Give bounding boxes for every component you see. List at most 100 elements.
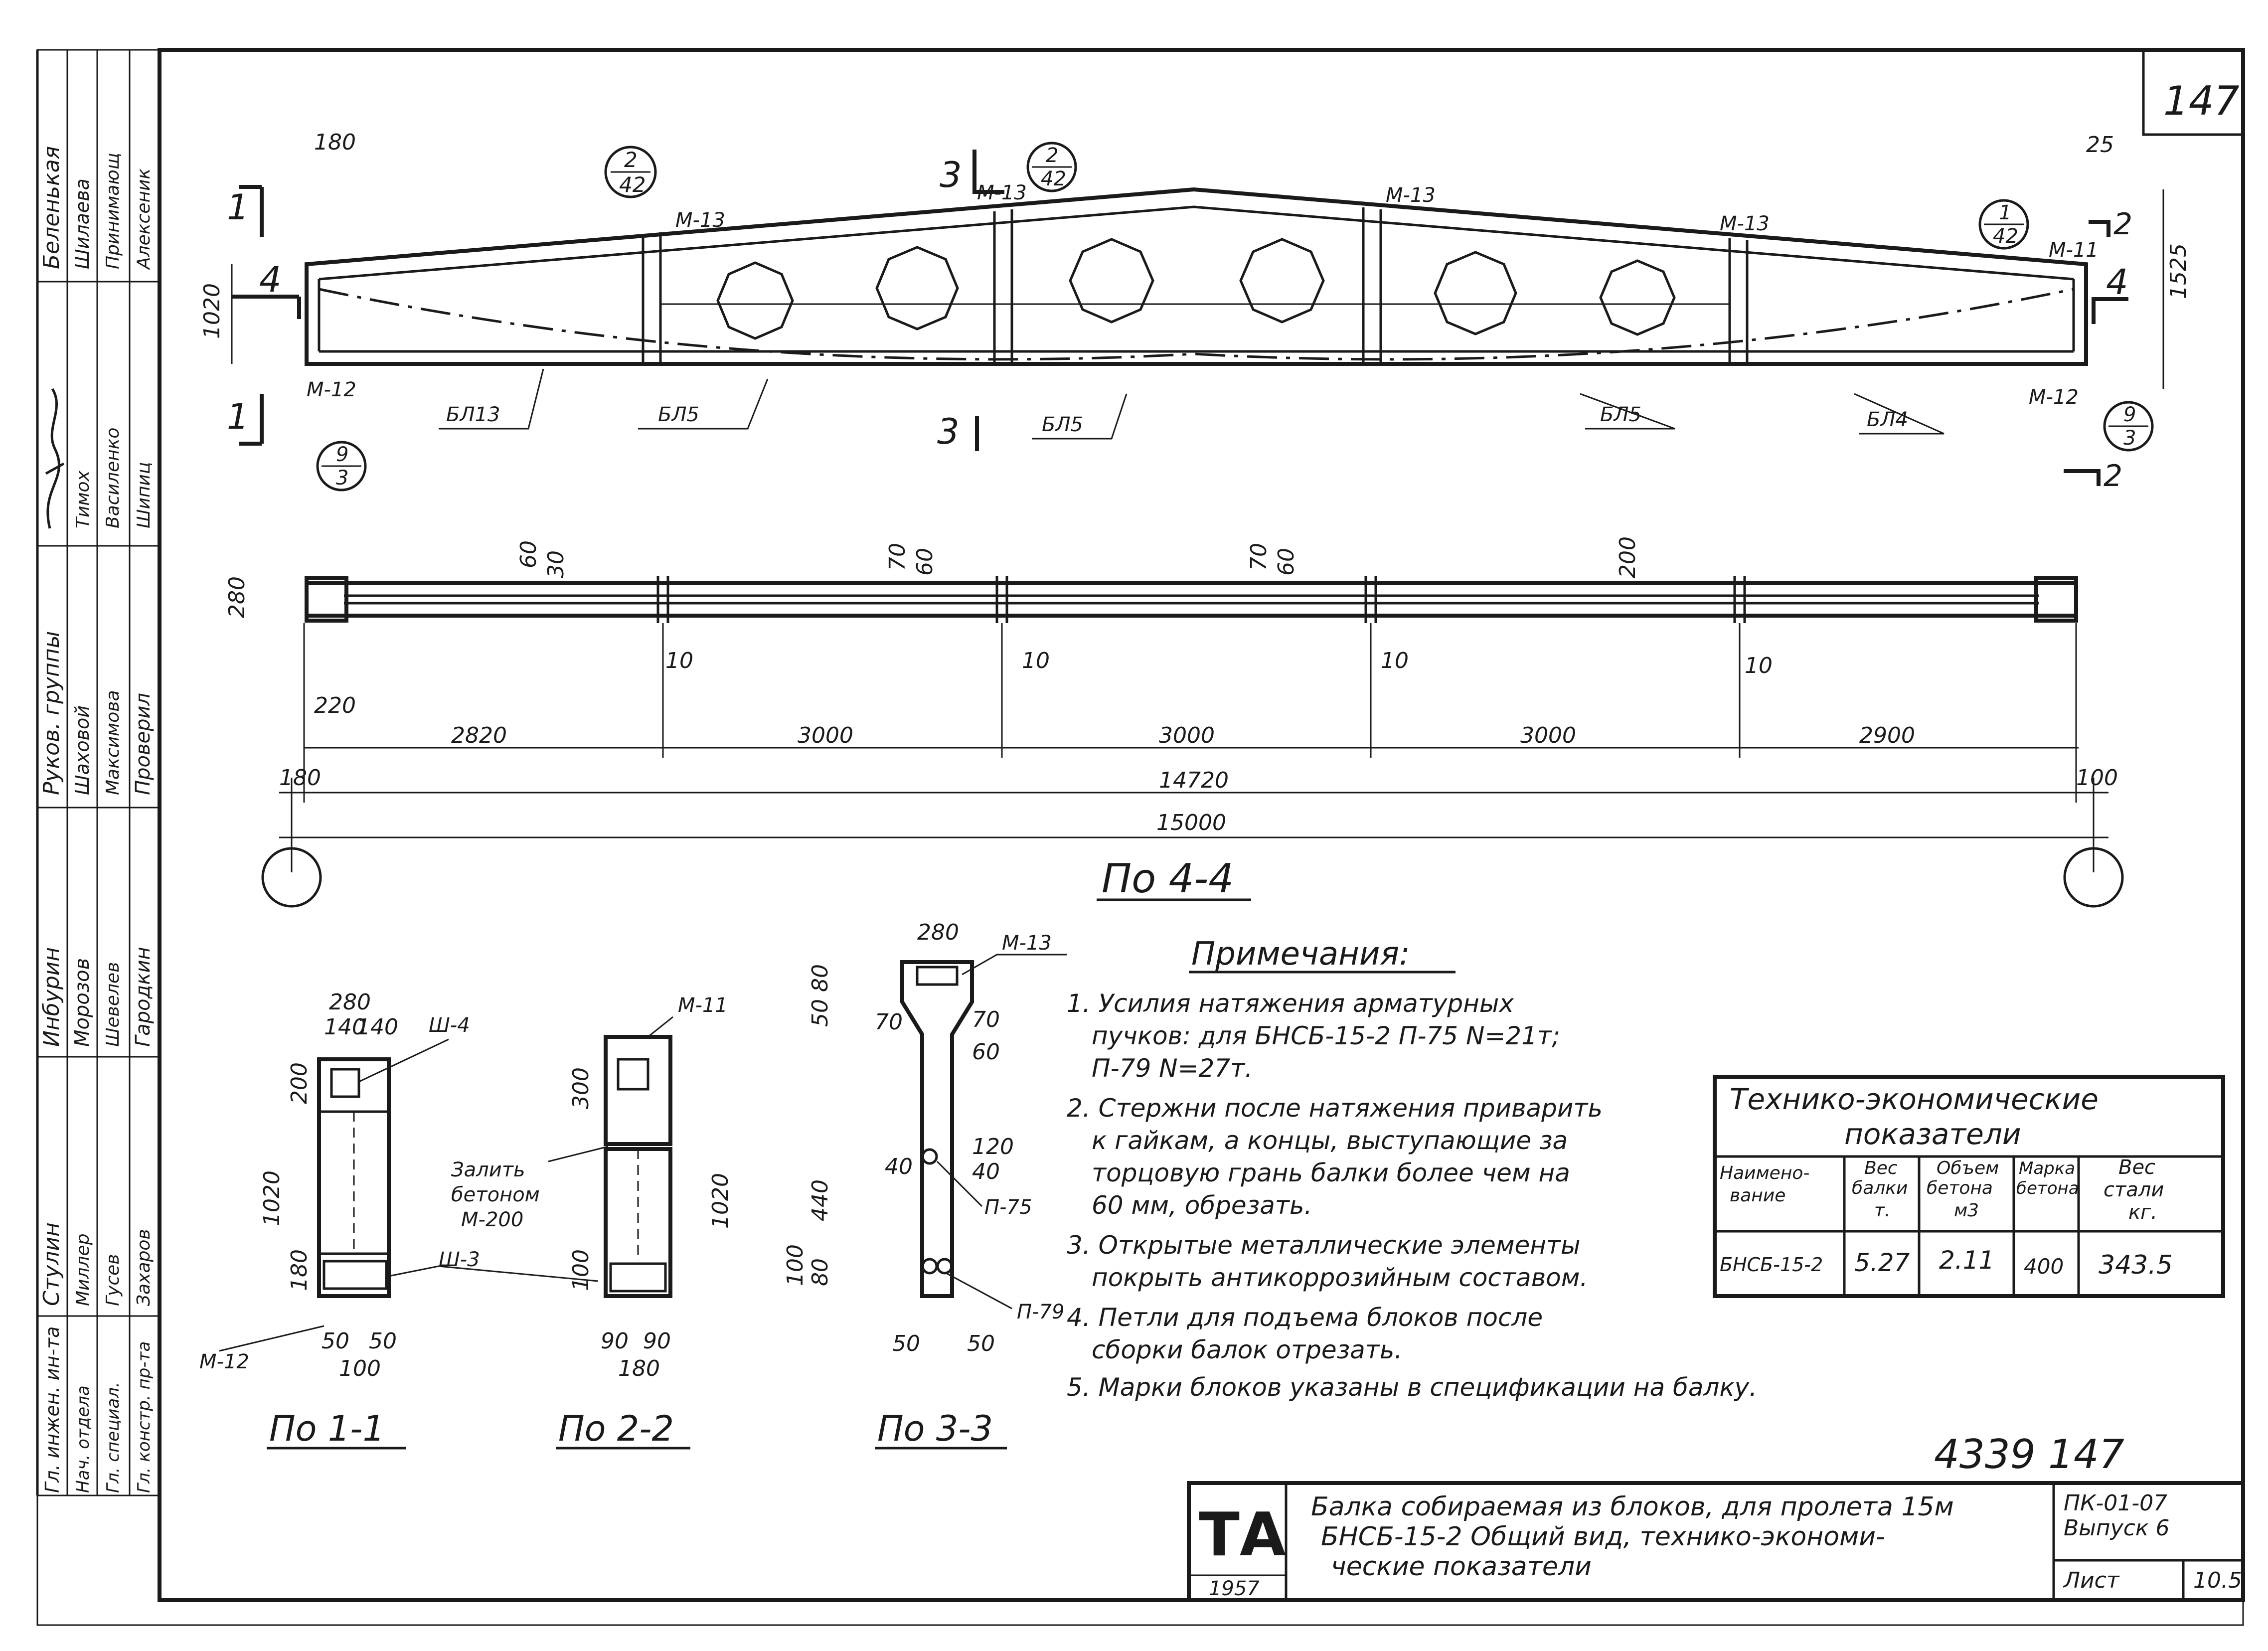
s33-dim-right-1: 70 [972,1007,1000,1032]
svg-text:3: 3 [937,411,960,452]
table-cell-steel: 343.5 [2099,1250,2173,1280]
table-title-2: показатели [1844,1117,2021,1151]
s33-caption: По 3-3 [877,1408,993,1449]
plan-gap-2: 10 [1022,648,1050,673]
note-line-6: торцовую грань балки более чем на [1092,1158,1570,1187]
s22-top: 300 [568,1067,594,1109]
s22-fill-note-2: бетоном [451,1183,540,1206]
s33-dim-left-1: 80 [808,964,833,992]
s33-mark-p79: П-79 [1017,1301,1064,1323]
s22-caption: По 2-2 [558,1408,674,1449]
section-cut-1: 1 1 [227,185,264,446]
title-desc-2: БНСБ-15-2 Общий вид, технико-экономи- [1321,1522,1885,1552]
s33-dim-right-2: 60 [972,1039,1000,1065]
s11-mark-m12: М-12 [199,1350,249,1373]
table-header-weight-1: Вес [1864,1158,1898,1178]
table-header-steel-1: Вес [2118,1156,2155,1179]
table-title-1: Технико-экономические [1730,1082,2099,1116]
mark-m12-left: М-12 [307,378,356,401]
dim-height-right: 1525 [2166,243,2191,299]
plan-dim-width: 280 [224,576,250,618]
plan-left-edge: 180 [279,765,321,791]
stamp-name-6b: Гл. специал. [103,1382,123,1493]
detail-ref-2-42-left: 2 42 [604,146,657,198]
table-cell-weight: 5.27 [1854,1248,1910,1277]
svg-text:1: 1 [227,187,249,228]
stamp-role-3: Руков. группы [39,631,64,795]
s22-base-1: 90 [601,1328,629,1354]
plan-joint-dim-4: 60 [912,548,938,576]
note-line-3: П-79 N=27т. [1092,1054,1253,1083]
stamp-role-6: Гл. инжен. ин-та [41,1326,63,1493]
table-header-steel-2: стали [2104,1178,2164,1201]
beam-elevation: М-13 М-13 М-13 М-13 М-12 М-12 М-11 2 42 … [199,130,2191,494]
archive-number: 4339 147 [1934,1431,2124,1478]
s33-dim-left-6: 80 [808,1258,833,1286]
mark-m13-d: М-13 [1720,212,1770,235]
opening-2 [875,246,959,330]
plan-joint-dim-1: 60 [516,540,541,568]
block-label-1: БЛ13 [446,403,500,426]
plan-segment-5: 2900 [1859,723,1915,748]
svg-text:1: 1 [227,396,249,437]
table-header-weight-3: т. [1874,1200,1890,1221]
detail-ref-2-42-mid: 2 42 [1026,142,1077,192]
dim-height-left: 1020 [199,283,225,339]
note-line-8: 3. Открытые металлические элементы [1067,1231,1581,1260]
svg-text:2: 2 [2113,207,2132,242]
page-number-box: 147 [2142,50,2243,136]
stamp-role-4: Инбурин [39,947,64,1047]
notes-block: Примечания: 1. Усилия натяжения арматурн… [1067,936,1757,1402]
stamp-name-4b: Шевелев [103,962,123,1047]
s11-mark-sh4: Ш-4 [429,1014,470,1037]
svg-text:3: 3 [336,467,348,490]
beam-plan: 280 220 60 30 70 60 70 60 200 10 10 10 1… [224,536,2124,908]
block-label-4: БЛ5 [1600,403,1641,426]
svg-text:2: 2 [624,148,638,172]
detail-ref-9-3-right: 9 3 [2103,401,2154,452]
s11-base-1: 50 [322,1328,349,1354]
plan-total: 15000 [1156,810,1226,835]
stamp-name-2b: Василенко [103,428,123,528]
detail-ref-1-42: 1 42 [1978,199,2029,250]
plan-dimension-lines [279,623,2108,872]
stamp-name-6c: Гл. констр. пр-та [134,1341,154,1493]
s11-top: 200 [287,1062,312,1104]
s33-dim-left-7: 100 [783,1244,808,1286]
stamp-name-3b: Максимова [103,690,123,795]
stamp-name-1a: Шилаева [71,178,93,269]
axis-circle-left [261,847,322,908]
svg-text:42: 42 [1993,225,2018,248]
plan-caption: По 4-4 [1102,855,1234,902]
s22-bottom: 100 [568,1249,594,1291]
plan-dim-bottom: 220 [314,693,356,718]
svg-text:9: 9 [336,443,348,466]
section-cut-3: 3 3 [937,150,1004,452]
table-cell-volume: 2.11 [1939,1246,1994,1275]
section-cut-4: 4 4 [232,259,2128,324]
stamp-name-5c: Захаров [134,1229,154,1306]
opening-1 [716,261,794,340]
table-header-name-1: Наимено- [1720,1163,1809,1183]
mark-m12-right: М-12 [2029,386,2079,409]
section-2-2: М-11 300 1020 100 90 90 180 Залить бетон… [451,994,733,1450]
section-1-1: 280 140 140 200 1020 180 50 50 100 Ш-4 Ш… [199,990,599,1450]
title-year: 1957 [1209,1577,1260,1600]
stamp-name-4c: Гародкин [132,947,155,1047]
plan-segment-4: 3000 [1520,723,1576,748]
block-labels: БЛ13 БЛ5 БЛ5 БЛ5 БЛ4 [439,368,1944,440]
mark-m13-c: М-13 [1386,184,1436,207]
s33-base-1: 50 [892,1331,920,1356]
s22-height: 1020 [708,1173,733,1229]
table-header-grade-1: Марка [2019,1158,2075,1178]
opening-6 [1599,259,1676,336]
s11-base-total: 100 [339,1356,381,1381]
s33-dim-right-4: 40 [972,1159,1000,1184]
table-header-volume-3: м3 [1954,1200,1979,1221]
stamp-name-5b: Гусев [103,1254,123,1306]
svg-text:3: 3 [940,155,962,195]
beam-outline [305,187,2088,366]
s33-dim-left-4: 440 [808,1179,833,1221]
s11-height: 1020 [259,1170,285,1226]
